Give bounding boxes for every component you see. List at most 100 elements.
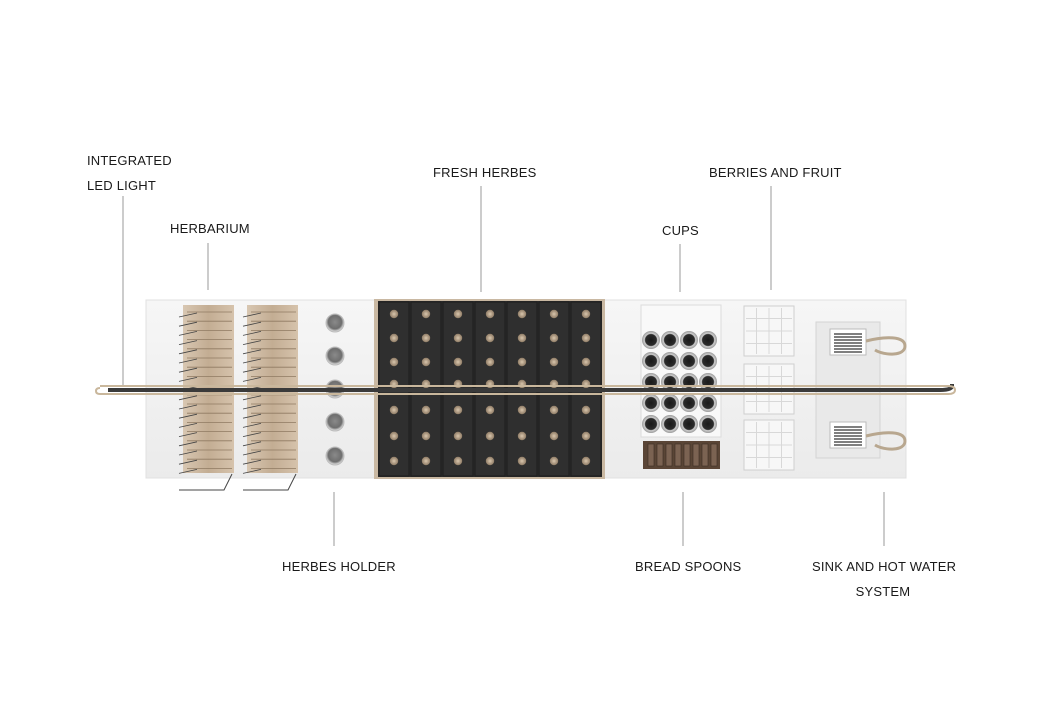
- herbarium-hanger: [242, 441, 262, 447]
- cup: [699, 352, 717, 370]
- herb-pot: [453, 333, 463, 343]
- herbarium-hanger: [178, 321, 198, 327]
- cup: [661, 331, 679, 349]
- herb-pot: [421, 405, 431, 415]
- cup: [642, 394, 660, 412]
- herb-pot: [453, 357, 463, 367]
- herb-pot: [485, 405, 495, 415]
- herb-pot: [517, 456, 527, 466]
- bread-spoon: [710, 443, 718, 467]
- herbarium-hanger: [178, 367, 198, 373]
- herb-pot: [389, 431, 399, 441]
- herbarium-hanger: [178, 349, 198, 355]
- herbarium-hanger: [242, 469, 262, 474]
- cup: [642, 352, 660, 370]
- herb-pot: [453, 456, 463, 466]
- cup: [680, 394, 698, 412]
- herb-pot: [421, 309, 431, 319]
- herb-pot: [421, 456, 431, 466]
- herbarium-hanger: [178, 423, 198, 428]
- herb-pot: [517, 333, 527, 343]
- herbarium-hanger: [242, 395, 262, 401]
- herbarium-hanger: [242, 404, 262, 410]
- herb-pot: [453, 309, 463, 319]
- herb-pot: [581, 333, 591, 343]
- label-integrated-led-light: INTEGRATED LED LIGHT: [87, 153, 172, 193]
- herb-pot: [485, 456, 495, 466]
- sink-drain-bottom: [829, 421, 867, 449]
- cup: [661, 415, 679, 433]
- herb-pot: [549, 333, 559, 343]
- herb-pot: [485, 333, 495, 343]
- bread-spoon: [692, 443, 700, 467]
- herb-pot: [549, 456, 559, 466]
- holder-hole: [325, 346, 345, 366]
- herb-pot: [549, 357, 559, 367]
- herbarium-hanger: [178, 450, 198, 456]
- bread-spoon: [701, 443, 709, 467]
- herbarium-base: [179, 473, 233, 491]
- herb-pot: [549, 405, 559, 415]
- led-light-rail-highlight: [94, 385, 957, 395]
- herb-pot: [421, 357, 431, 367]
- herb-pot: [549, 309, 559, 319]
- herbarium-hanger: [178, 413, 198, 419]
- herb-pot: [389, 357, 399, 367]
- label-berries-and-fruit: BERRIES AND FRUIT: [709, 165, 842, 180]
- herbarium-hanger: [242, 367, 262, 373]
- holder-hole: [325, 412, 345, 432]
- herb-pot: [453, 405, 463, 415]
- cups-holder: [640, 304, 722, 438]
- herbarium-hanger: [242, 340, 262, 345]
- holder-hole: [325, 313, 345, 333]
- cup: [661, 352, 679, 370]
- sink-drain-top: [829, 328, 867, 356]
- bread-spoon: [665, 443, 673, 467]
- holder-hole: [325, 446, 345, 466]
- herbarium-hanger: [242, 423, 262, 428]
- label-herbes-holder: HERBES HOLDER: [282, 559, 396, 574]
- herbarium-hanger: [242, 450, 262, 456]
- herbarium-hanger: [242, 432, 262, 437]
- herb-pot: [389, 309, 399, 319]
- bread-spoon: [674, 443, 682, 467]
- cup: [642, 415, 660, 433]
- herb-pot: [581, 431, 591, 441]
- herbarium-hanger: [242, 321, 262, 327]
- herbarium-hanger: [242, 331, 262, 336]
- leader-lines: [122, 186, 885, 546]
- herbarium-hanger: [178, 377, 198, 382]
- cup: [680, 331, 698, 349]
- cup: [699, 331, 717, 349]
- herbarium-hanger: [178, 331, 198, 336]
- herb-pot: [517, 405, 527, 415]
- herbarium-hanger: [242, 349, 262, 355]
- herbarium-hanger: [242, 377, 262, 382]
- herb-pot: [421, 431, 431, 441]
- cup: [642, 331, 660, 349]
- label-bread-spoons: BREAD SPOONS: [635, 559, 742, 574]
- cup: [661, 394, 679, 412]
- herbarium-hanger: [178, 395, 198, 401]
- herb-pot: [389, 405, 399, 415]
- herbarium-hanger: [242, 312, 262, 318]
- herb-pot: [517, 357, 527, 367]
- herb-pot: [581, 357, 591, 367]
- faucet-bottom: [865, 431, 907, 451]
- bread-spoon: [647, 443, 655, 467]
- herbarium-hanger: [178, 432, 198, 437]
- herb-pot: [581, 405, 591, 415]
- faucet-top: [865, 336, 907, 356]
- herbarium-hanger: [178, 340, 198, 345]
- cups-grid: [642, 331, 717, 433]
- cup: [699, 394, 717, 412]
- herb-pot: [549, 431, 559, 441]
- herb-pot: [421, 333, 431, 343]
- bread-spoon: [683, 443, 691, 467]
- herbarium-hanger: [178, 459, 198, 465]
- herbarium-base: [243, 473, 297, 491]
- label-cups: CUPS: [662, 223, 699, 238]
- label-fresh-herbes: FRESH HERBES: [433, 165, 537, 180]
